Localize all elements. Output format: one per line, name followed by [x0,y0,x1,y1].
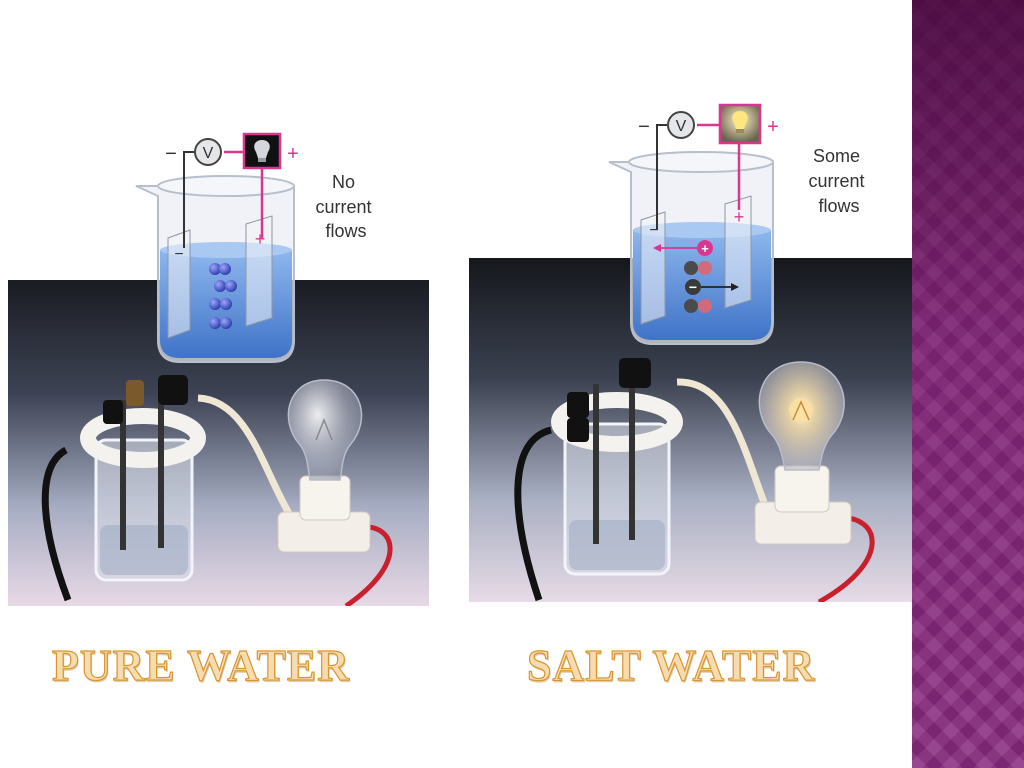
negative-lead [656,124,667,230]
bulb-filament [792,400,810,421]
clip-left [567,392,589,418]
electrode-left [120,400,126,550]
bulb-off-glyph [254,140,270,158]
voltmeter-icon [667,111,695,139]
jar-water [100,525,188,575]
electrode-left [593,384,599,544]
circuit-plus-sign: + [767,116,779,138]
circuit-minus-sign: − [165,143,177,165]
pure-caption-line-3: flows [325,221,366,241]
circuit-plus-sign: + [287,143,299,165]
voltmeter-icon [194,138,222,166]
diagram-electrode-positive [724,195,752,309]
porcelain-ring [80,408,206,468]
electrode-plus-sign: + [734,207,745,227]
cation-icon [697,240,713,256]
pure-water-label: PURE WATER [51,640,351,690]
salt-water-panel: V − + − + + − [469,0,912,602]
socket [774,465,830,513]
porcelain-ring [551,392,683,452]
salt-water-label: SALT WATER [526,640,816,690]
electrode-minus-sign: − [174,246,183,263]
voltmeter-label: V [676,118,687,135]
clip-right [158,375,188,405]
beaker-rim [157,175,295,197]
pure-water-panel: V − + − + No current flows [8,0,429,606]
salt-water-illustration: V − + − + + − [469,103,912,602]
salt-caption-line-3: flows [818,196,859,216]
black-wire [41,446,72,602]
beaker-rim [628,151,774,173]
anion-sign: − [689,279,697,295]
light-bulb-off [287,379,363,481]
clip-left [103,400,123,424]
salt-caption: Some current flows [808,146,869,216]
electrode-minus-sign: − [649,222,658,239]
salt-caption-line-2: current [808,171,864,191]
clip-left-arm [126,380,144,406]
electrode-right [629,380,635,540]
voltmeter-label: V [203,145,214,162]
ion-pairs [684,261,712,313]
circuit-minus-sign: − [638,116,650,138]
cation-arrowhead [653,244,661,252]
clip-left-lower [567,418,589,442]
bulb-filament [315,417,333,441]
diagram-electrode-negative [167,229,191,339]
pure-caption-line-1: No [332,172,355,192]
electrode-plus-sign: + [255,229,266,249]
pure-caption-line-2: current [315,197,371,217]
white-cord [676,378,769,507]
jar-water [569,520,665,570]
pure-water-illustration: V − + − + No current flows [8,132,429,606]
red-wire [817,515,875,602]
electrode-right [158,398,164,548]
white-cord [197,394,294,517]
anion-arrowhead [731,283,739,291]
diagram-electrode-positive [245,215,273,327]
socket [299,475,351,521]
pure-caption: No current flows [315,172,376,241]
bulb-on-base [736,129,744,133]
clip-right [619,358,651,388]
cation-sign: + [701,241,709,256]
bulb-off-base [258,158,266,162]
bulb-on-glyph [732,111,748,129]
anion-icon [685,279,701,295]
negative-lead [183,151,194,248]
salt-caption-line-1: Some [813,146,860,166]
black-wire [514,426,553,602]
decorative-side-band [912,0,1024,768]
water-molecules [209,263,237,329]
